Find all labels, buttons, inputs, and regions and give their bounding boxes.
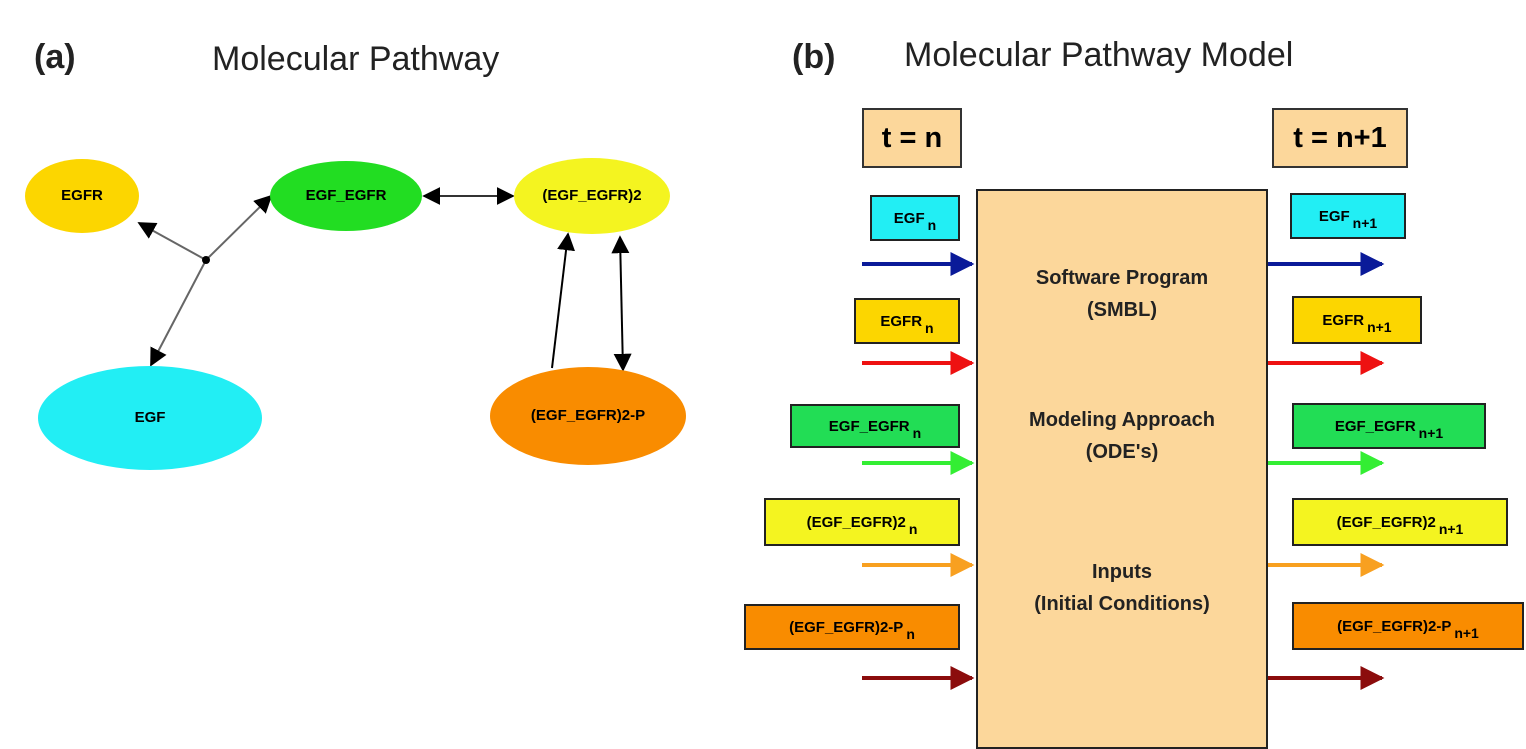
edge-dimer-p-to-dimer (551, 232, 576, 369)
output-label-egf: EGF (1318, 207, 1350, 225)
node-dimer-p (490, 367, 686, 465)
panel-a-title: Molecular Pathway (212, 40, 500, 78)
time-out-box: t = n+1 (1272, 108, 1408, 168)
model-box (976, 189, 1268, 749)
panel-b-title: Molecular Pathway Model (904, 36, 1294, 74)
output-label-dimer: (EGF_EGFR)2 (1336, 513, 1436, 531)
output-label-egfr: EGFR (1322, 311, 1365, 329)
time-in-box: t = n (862, 108, 962, 168)
output-sub-dimer: n+1 (1438, 521, 1464, 537)
node-egf (38, 366, 262, 470)
output-label-dimer-p: (EGF_EGFR)2-P (1337, 617, 1452, 635)
output-sub-egfr: n+1 (1367, 319, 1392, 335)
pathway-graph: EGFR EGF_EGFR (EGF_EGFR)2 EGF (EGF_EGFR)… (25, 158, 1385, 690)
figure-canvas: (a) Molecular Pathway EGFR EGF_EGFR (EGF… (25, 36, 1524, 749)
node-egf-label: EGF (135, 409, 166, 426)
node-egfr-label: EGFR (61, 187, 103, 204)
input-label-dimer: (EGF_EGFR)2 (806, 513, 906, 531)
input-sub-egf-egfr: n (912, 425, 922, 441)
edge-dimer-dimer-p (611, 235, 632, 372)
node-dimer-label: (EGF_EGFR)2 (542, 187, 641, 204)
node-egf-egfr-label: EGF_EGFR (306, 187, 387, 204)
input-sub-dimer-p: n (906, 626, 915, 642)
node-egf-egfr (270, 161, 422, 231)
edge-junction-to-egf-egfr (205, 194, 273, 261)
reaction-junction (202, 256, 210, 264)
model-line-initial: (Initial Conditions) (1034, 593, 1210, 615)
model-line-inputs: Inputs (1092, 561, 1152, 583)
edge-junction-to-egf (150, 259, 207, 367)
panel-a-label: (a) (34, 38, 76, 76)
output-sub-dimer-p: n+1 (1454, 625, 1479, 641)
input-sub-dimer: n (908, 521, 918, 537)
model-line-approach: Modeling Approach (1029, 409, 1215, 431)
output-sub-egf: n+1 (1352, 215, 1378, 231)
input-label-egfr: EGFR (880, 312, 923, 330)
input-sub-egfr: n (925, 320, 934, 336)
model-line-odes: (ODE's) (1085, 441, 1159, 463)
model-line-software: Software Program (1035, 267, 1209, 289)
node-egfr (25, 159, 139, 233)
output-sub-egf-egfr: n+1 (1418, 425, 1444, 441)
input-label-egf: EGF (893, 209, 925, 227)
input-label-egf-egfr: EGF_EGFR (828, 417, 910, 435)
input-sub-egf: n (927, 217, 937, 233)
input-label-dimer-p: (EGF_EGFR)2-P (789, 618, 904, 636)
edge-junction-to-egfr (137, 222, 207, 261)
model-line-smbl: (SMBL) (1087, 299, 1157, 321)
node-dimer (514, 158, 670, 234)
node-dimer-p-label: (EGF_EGFR)2-P (531, 407, 645, 424)
output-label-egf-egfr: EGF_EGFR (1334, 417, 1416, 435)
panel-b-label: (b) (792, 38, 836, 76)
